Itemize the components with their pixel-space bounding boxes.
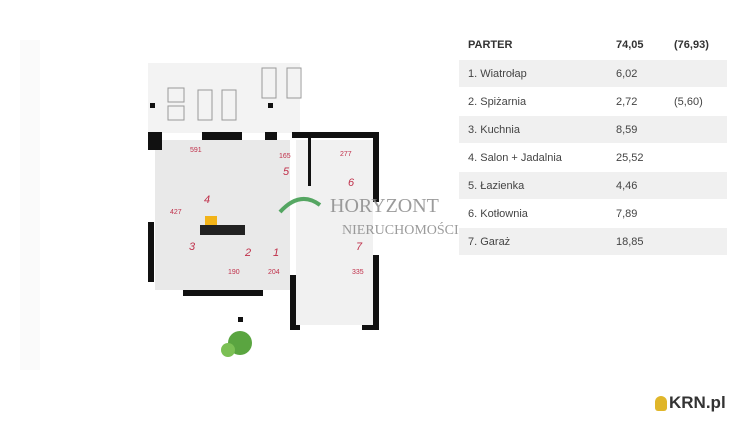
room-number: 1 (273, 247, 279, 259)
room-number: 7 (356, 241, 363, 253)
room-area: 6,02 (616, 67, 638, 80)
room-name: 6. Kotłownia (468, 207, 528, 220)
table-header: PARTER 74,05 (76,93) (459, 31, 727, 60)
walls (148, 103, 379, 330)
room-area: 8,59 (616, 123, 638, 136)
room-name: 5. Łazienka (468, 179, 525, 192)
room-number: 3 (189, 241, 196, 253)
krn-logo: KRN.pl (655, 393, 726, 413)
dimension-label: 591 (190, 147, 202, 154)
fireplace (200, 225, 245, 235)
room-name: 1. Wiatrołap (468, 67, 527, 80)
table-row: 2. Spiżarnia 2,72 (5,60) (459, 88, 727, 116)
room-number: 2 (244, 247, 251, 259)
dimension-label: 204 (268, 269, 280, 276)
room-name: 7. Garaż (468, 235, 511, 248)
table-row: 3. Kuchnia 8,59 (459, 116, 727, 144)
room-area: 7,89 (616, 207, 638, 220)
room-number: 4 (204, 194, 210, 206)
room-name: 2. Spiżarnia (468, 95, 527, 108)
room-area: 4,46 (616, 179, 638, 192)
table-row: 1. Wiatrołap 6,02 (459, 60, 727, 88)
living-area-floor (155, 140, 290, 290)
dimension-label: 277 (340, 151, 352, 158)
dimension-label: 427 (170, 209, 182, 216)
terrace (148, 63, 300, 133)
room-area: 2,72 (616, 95, 638, 108)
header-area-total: (76,93) (674, 39, 709, 51)
room-area: 18,85 (616, 235, 644, 248)
logo-text: KRN.pl (669, 393, 726, 412)
table-row: 7. Garaż 18,85 (459, 228, 727, 256)
watermark-line2: NIERUCHOMOŚCI (342, 221, 459, 238)
fireplace-fire (205, 216, 217, 225)
watermark-line1: HORYZONT (330, 195, 439, 217)
house-icon (655, 395, 667, 411)
background-strip (20, 40, 40, 370)
room-area: 25,52 (616, 151, 644, 164)
header-label: PARTER (468, 39, 513, 51)
header-area: 74,05 (616, 39, 644, 51)
watermark: HORYZONT NIERUCHOMOŚCI (278, 195, 459, 238)
room-number: 6 (348, 177, 355, 189)
room-area-table: PARTER 74,05 (76,93) 1. Wiatrołap 6,02 2.… (459, 31, 727, 256)
shrub-icon (221, 343, 235, 357)
room-area-extra: (5,60) (674, 95, 703, 108)
table-row: 5. Łazienka 4,46 (459, 172, 727, 200)
room-name: 4. Salon + Jadalnia (468, 151, 562, 164)
dimension-label: 190 (228, 269, 240, 276)
room-number: 5 (283, 166, 290, 178)
dimension-label: 335 (352, 269, 364, 276)
table-row: 4. Salon + Jadalnia 25,52 (459, 144, 727, 172)
table-row: 6. Kotłownia 7,89 (459, 200, 727, 228)
room-name: 3. Kuchnia (468, 123, 520, 136)
dimension-label: 165 (279, 153, 291, 160)
